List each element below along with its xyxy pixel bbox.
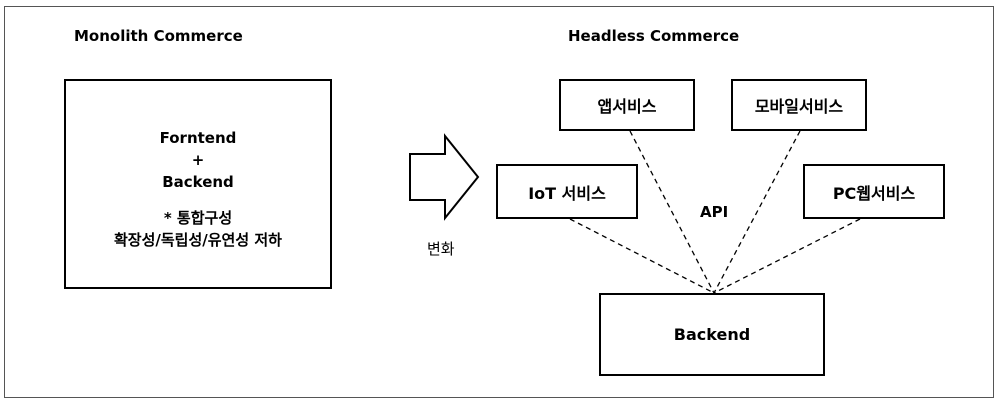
backend-label: Backend	[673, 325, 751, 344]
backend-box: Backend	[599, 293, 825, 376]
monolith-line-frontend: Forntend	[159, 129, 237, 147]
monolith-line-plus: +	[191, 151, 205, 169]
service-app-box: 앱서비스	[559, 79, 695, 131]
service-mobile-label: 모바일서비스	[754, 97, 844, 116]
api-link-mobile	[713, 130, 801, 294]
monolith-note-integrated: * 통합구성	[163, 209, 233, 227]
monolith-box: Forntend + Backend * 통합구성 확장성/독립성/유연성 저하	[64, 79, 332, 289]
monolith-title: Monolith Commerce	[74, 27, 243, 45]
service-app-label: 앱서비스	[597, 97, 657, 116]
monolith-note-drawbacks: 확장성/독립성/유연성 저하	[114, 231, 282, 249]
service-iot-box: IoT 서비스	[496, 164, 638, 219]
api-link-app	[629, 130, 715, 294]
transition-arrow	[409, 133, 480, 221]
api-link-pcweb	[713, 218, 861, 294]
service-pcweb-box: PC웹서비스	[803, 164, 945, 219]
monolith-line-backend: Backend	[162, 173, 234, 191]
api-link-iot	[569, 218, 715, 294]
transition-label: 변화	[427, 240, 455, 258]
diagram-frame	[4, 6, 994, 398]
service-mobile-box: 모바일서비스	[731, 79, 867, 131]
service-iot-label: IoT 서비스	[528, 183, 606, 203]
api-label: API	[700, 203, 729, 221]
service-pcweb-label: PC웹서비스	[832, 183, 916, 203]
headless-title: Headless Commerce	[568, 27, 740, 45]
